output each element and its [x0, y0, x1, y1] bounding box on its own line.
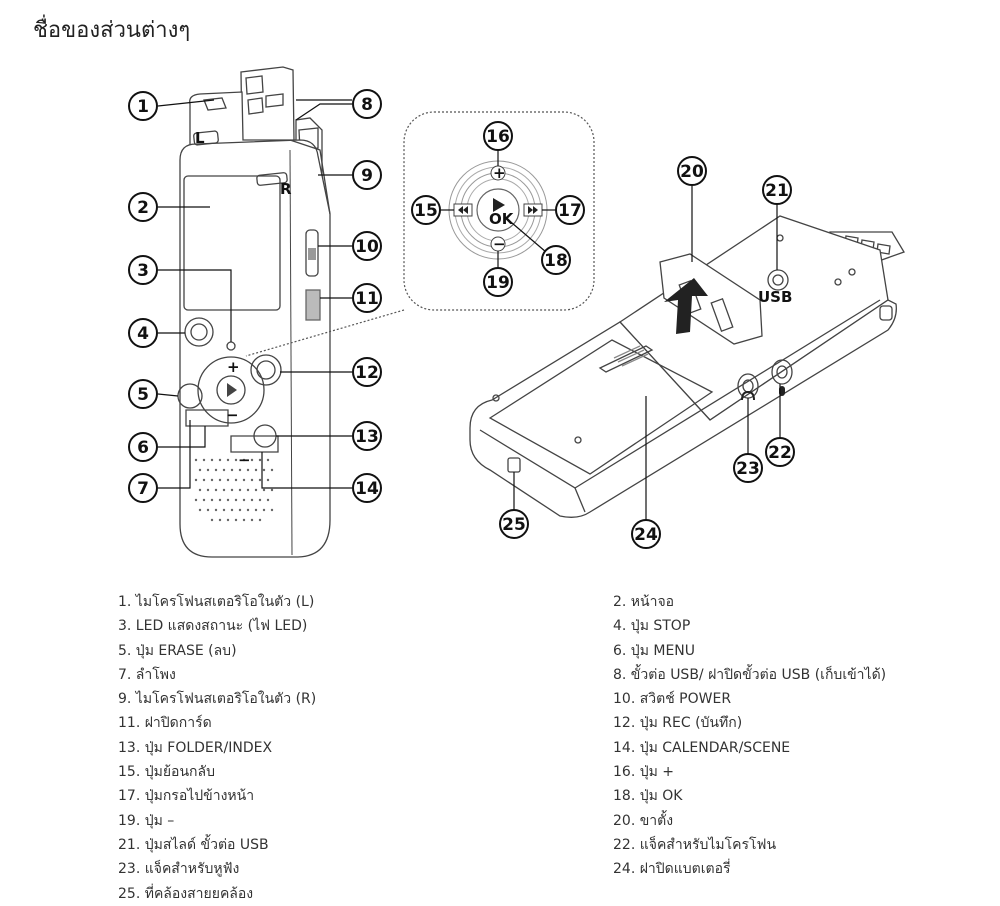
callout-2: 2 [128, 192, 158, 222]
callout-8: 8 [352, 89, 382, 119]
svg-text:17: 17 [558, 201, 582, 221]
calendar-minus-marking: − [238, 451, 251, 469]
svg-text:3: 3 [137, 261, 149, 281]
callout-4: 4 [128, 318, 158, 348]
legend-item: 20. ขาตั้ง [613, 812, 674, 829]
callout-6: 6 [128, 432, 158, 462]
svg-text:10: 10 [355, 237, 379, 257]
legend-item: 18. ปุ่ม OK [613, 788, 683, 805]
svg-text:19: 19 [486, 273, 510, 293]
callout-10: 10 [352, 231, 382, 261]
parts-diagram: L R + − − OK + − [128, 66, 905, 558]
legend-item: 3. LED แสดงสถานะ (ไฟ LED) [118, 618, 308, 635]
legend-item: 13. ปุ่ม FOLDER/INDEX [118, 739, 273, 756]
callout-21: 21 [762, 175, 792, 205]
front-leader-lines [157, 99, 352, 489]
svg-text:16: 16 [486, 127, 510, 147]
svg-text:25: 25 [502, 515, 526, 535]
legend-item: 1. ไมโครโฟนสเตอริโอในตัว (L) [118, 594, 315, 610]
svg-text:5: 5 [137, 385, 149, 405]
legend-right-column: 2. หน้าจอ 4. ปุ่ม STOP 6. ปุ่ม MENU 8. ข… [613, 590, 886, 882]
legend-item: 23. แจ็คสำหรับหูฟัง [118, 861, 240, 878]
svg-text:13: 13 [355, 427, 379, 447]
callout-5: 5 [128, 379, 158, 409]
legend-item: 16. ปุ่ม + [613, 764, 675, 781]
nav-pad-zoom: OK + − [245, 111, 595, 357]
back-leader-lines [513, 186, 781, 520]
legend-item: 9. ไมโครโฟนสเตอริโอในตัว (R) [118, 691, 317, 708]
svg-text:7: 7 [137, 479, 149, 499]
legend-item: 24. ฝาปิดแบตเตอรี่ [613, 861, 731, 878]
svg-text:8: 8 [361, 95, 373, 115]
ok-marking: OK [489, 210, 515, 228]
svg-text:20: 20 [680, 162, 704, 182]
legend-item: 22. แจ็คสำหรับไมโครโฟน [613, 836, 777, 853]
legend-item: 14. ปุ่ม CALENDAR/SCENE [613, 739, 791, 756]
legend-item: 21. ปุ่มสไลด์ ขั้วต่อ USB [118, 836, 269, 853]
recorder-back-view [469, 215, 905, 518]
callout-13: 13 [352, 421, 382, 451]
svg-text:24: 24 [634, 525, 658, 545]
callout-24: 24 [631, 519, 661, 549]
callout-18: 18 [541, 245, 571, 275]
callout-markers: 1 2 3 4 5 6 7 8 9 10 11 12 13 14 15 16 1… [128, 89, 795, 549]
usb-marking: USB [758, 288, 792, 306]
callout-23: 23 [733, 453, 763, 483]
legend-item: 6. ปุ่ม MENU [613, 642, 696, 659]
callout-16: 16 [483, 121, 513, 151]
svg-text:4: 4 [137, 324, 149, 344]
svg-text:18: 18 [544, 251, 568, 271]
lift-arrow-icon [664, 278, 708, 334]
callout-19: 19 [483, 267, 513, 297]
legend-item: 4. ปุ่ม STOP [613, 618, 691, 635]
svg-text:23: 23 [736, 459, 760, 479]
zoom-plus-marking: + [493, 164, 506, 182]
callout-9: 9 [352, 160, 382, 190]
legend-item: 10. สวิตช์ POWER [613, 691, 732, 708]
legend-item: 15. ปุ่มย้อนกลับ [118, 764, 215, 781]
legend-left-column: 1. ไมโครโฟนสเตอริโอในตัว (L) 3. LED แสดง… [118, 590, 316, 906]
mic-right-marking: R [280, 180, 292, 198]
callout-22: 22 [765, 437, 795, 467]
callout-7: 7 [128, 473, 158, 503]
legend-item: 2. หน้าจอ [613, 594, 675, 610]
recorder-front-view [177, 66, 331, 558]
headphone-icon [741, 390, 755, 401]
callout-12: 12 [352, 357, 382, 387]
legend-item: 25. ที่คล้องสายยคล้อง [118, 885, 254, 902]
mic-left-marking: L [195, 129, 205, 147]
legend-item: 17. ปุ่มกรอไปข้างหน้า [118, 788, 255, 805]
legend-item: 11. ฝาปิดการ์ด [118, 715, 212, 732]
legend-item: 5. ปุ่ม ERASE (ลบ) [118, 642, 237, 659]
page-title: ชื่อของส่วนต่างๆ [33, 18, 191, 43]
svg-text:12: 12 [355, 363, 379, 383]
plus-marking: + [227, 358, 240, 376]
svg-text:14: 14 [355, 479, 379, 499]
legend-item: 12. ปุ่ม REC (บันทึก) [613, 715, 743, 732]
svg-text:2: 2 [137, 198, 149, 218]
callout-17: 17 [555, 195, 585, 225]
minus-marking: − [226, 406, 239, 424]
callout-20: 20 [677, 156, 707, 186]
svg-text:6: 6 [137, 438, 149, 458]
callout-11: 11 [352, 283, 382, 313]
callout-1: 1 [128, 91, 158, 121]
svg-text:21: 21 [765, 181, 789, 201]
callout-3: 3 [128, 255, 158, 285]
zoom-minus-marking: − [493, 235, 506, 253]
callout-14: 14 [352, 473, 382, 503]
svg-text:15: 15 [414, 201, 438, 221]
svg-text:22: 22 [768, 443, 792, 463]
svg-text:11: 11 [355, 289, 379, 309]
callout-25: 25 [499, 509, 529, 539]
legend-item: 19. ปุ่ม – [118, 812, 175, 829]
callout-15: 15 [411, 195, 441, 225]
legend-item: 7. ลำโพง [118, 666, 176, 683]
legend-item: 8. ขั้วต่อ USB/ ฝาปิดขั้วต่อ USB (เก็บเข… [613, 666, 887, 683]
svg-text:1: 1 [137, 97, 149, 117]
svg-text:9: 9 [361, 166, 373, 186]
